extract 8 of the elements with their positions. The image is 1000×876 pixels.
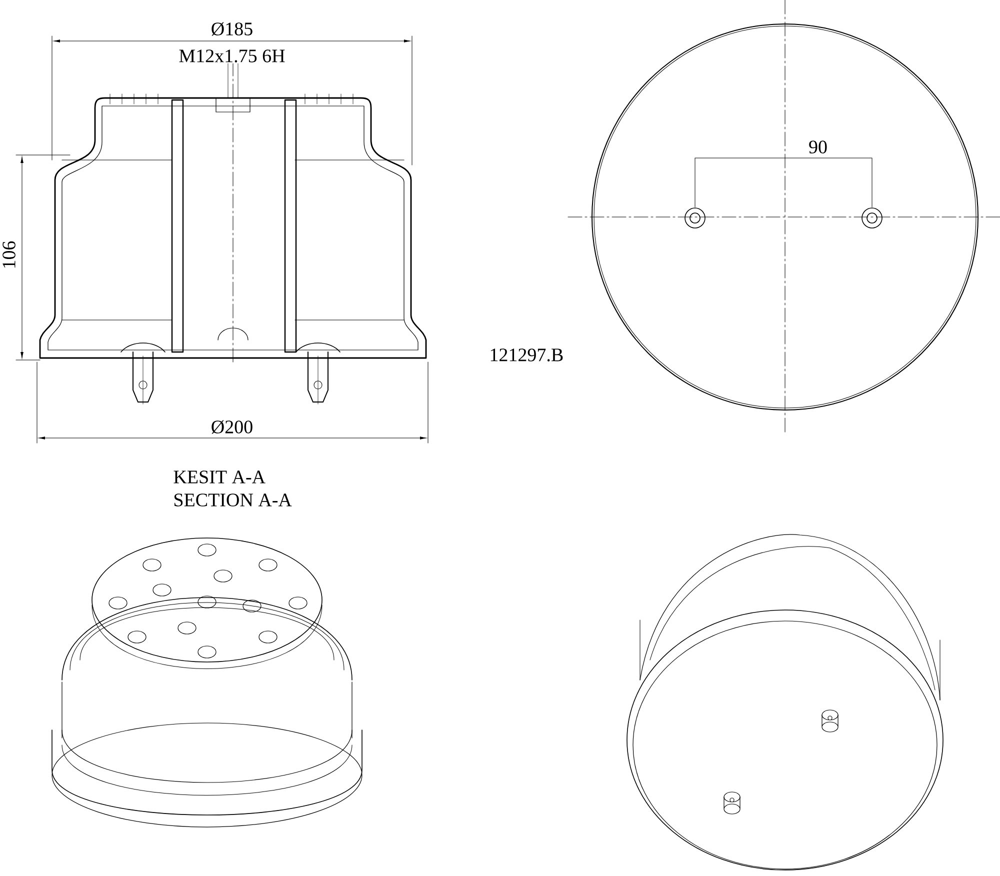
dimension-label: 90 [808,140,828,154]
dimension-label: 106 [2,240,16,270]
part-number: 121297.B [488,348,565,362]
dimension-label: Ø185 [210,21,254,37]
view-caption: KESIT A-A [172,470,267,484]
dimension-label: Ø200 [210,419,254,435]
view-caption: SECTION A-A [172,492,293,508]
thread-callout: M12x1.75 6H [178,48,286,64]
